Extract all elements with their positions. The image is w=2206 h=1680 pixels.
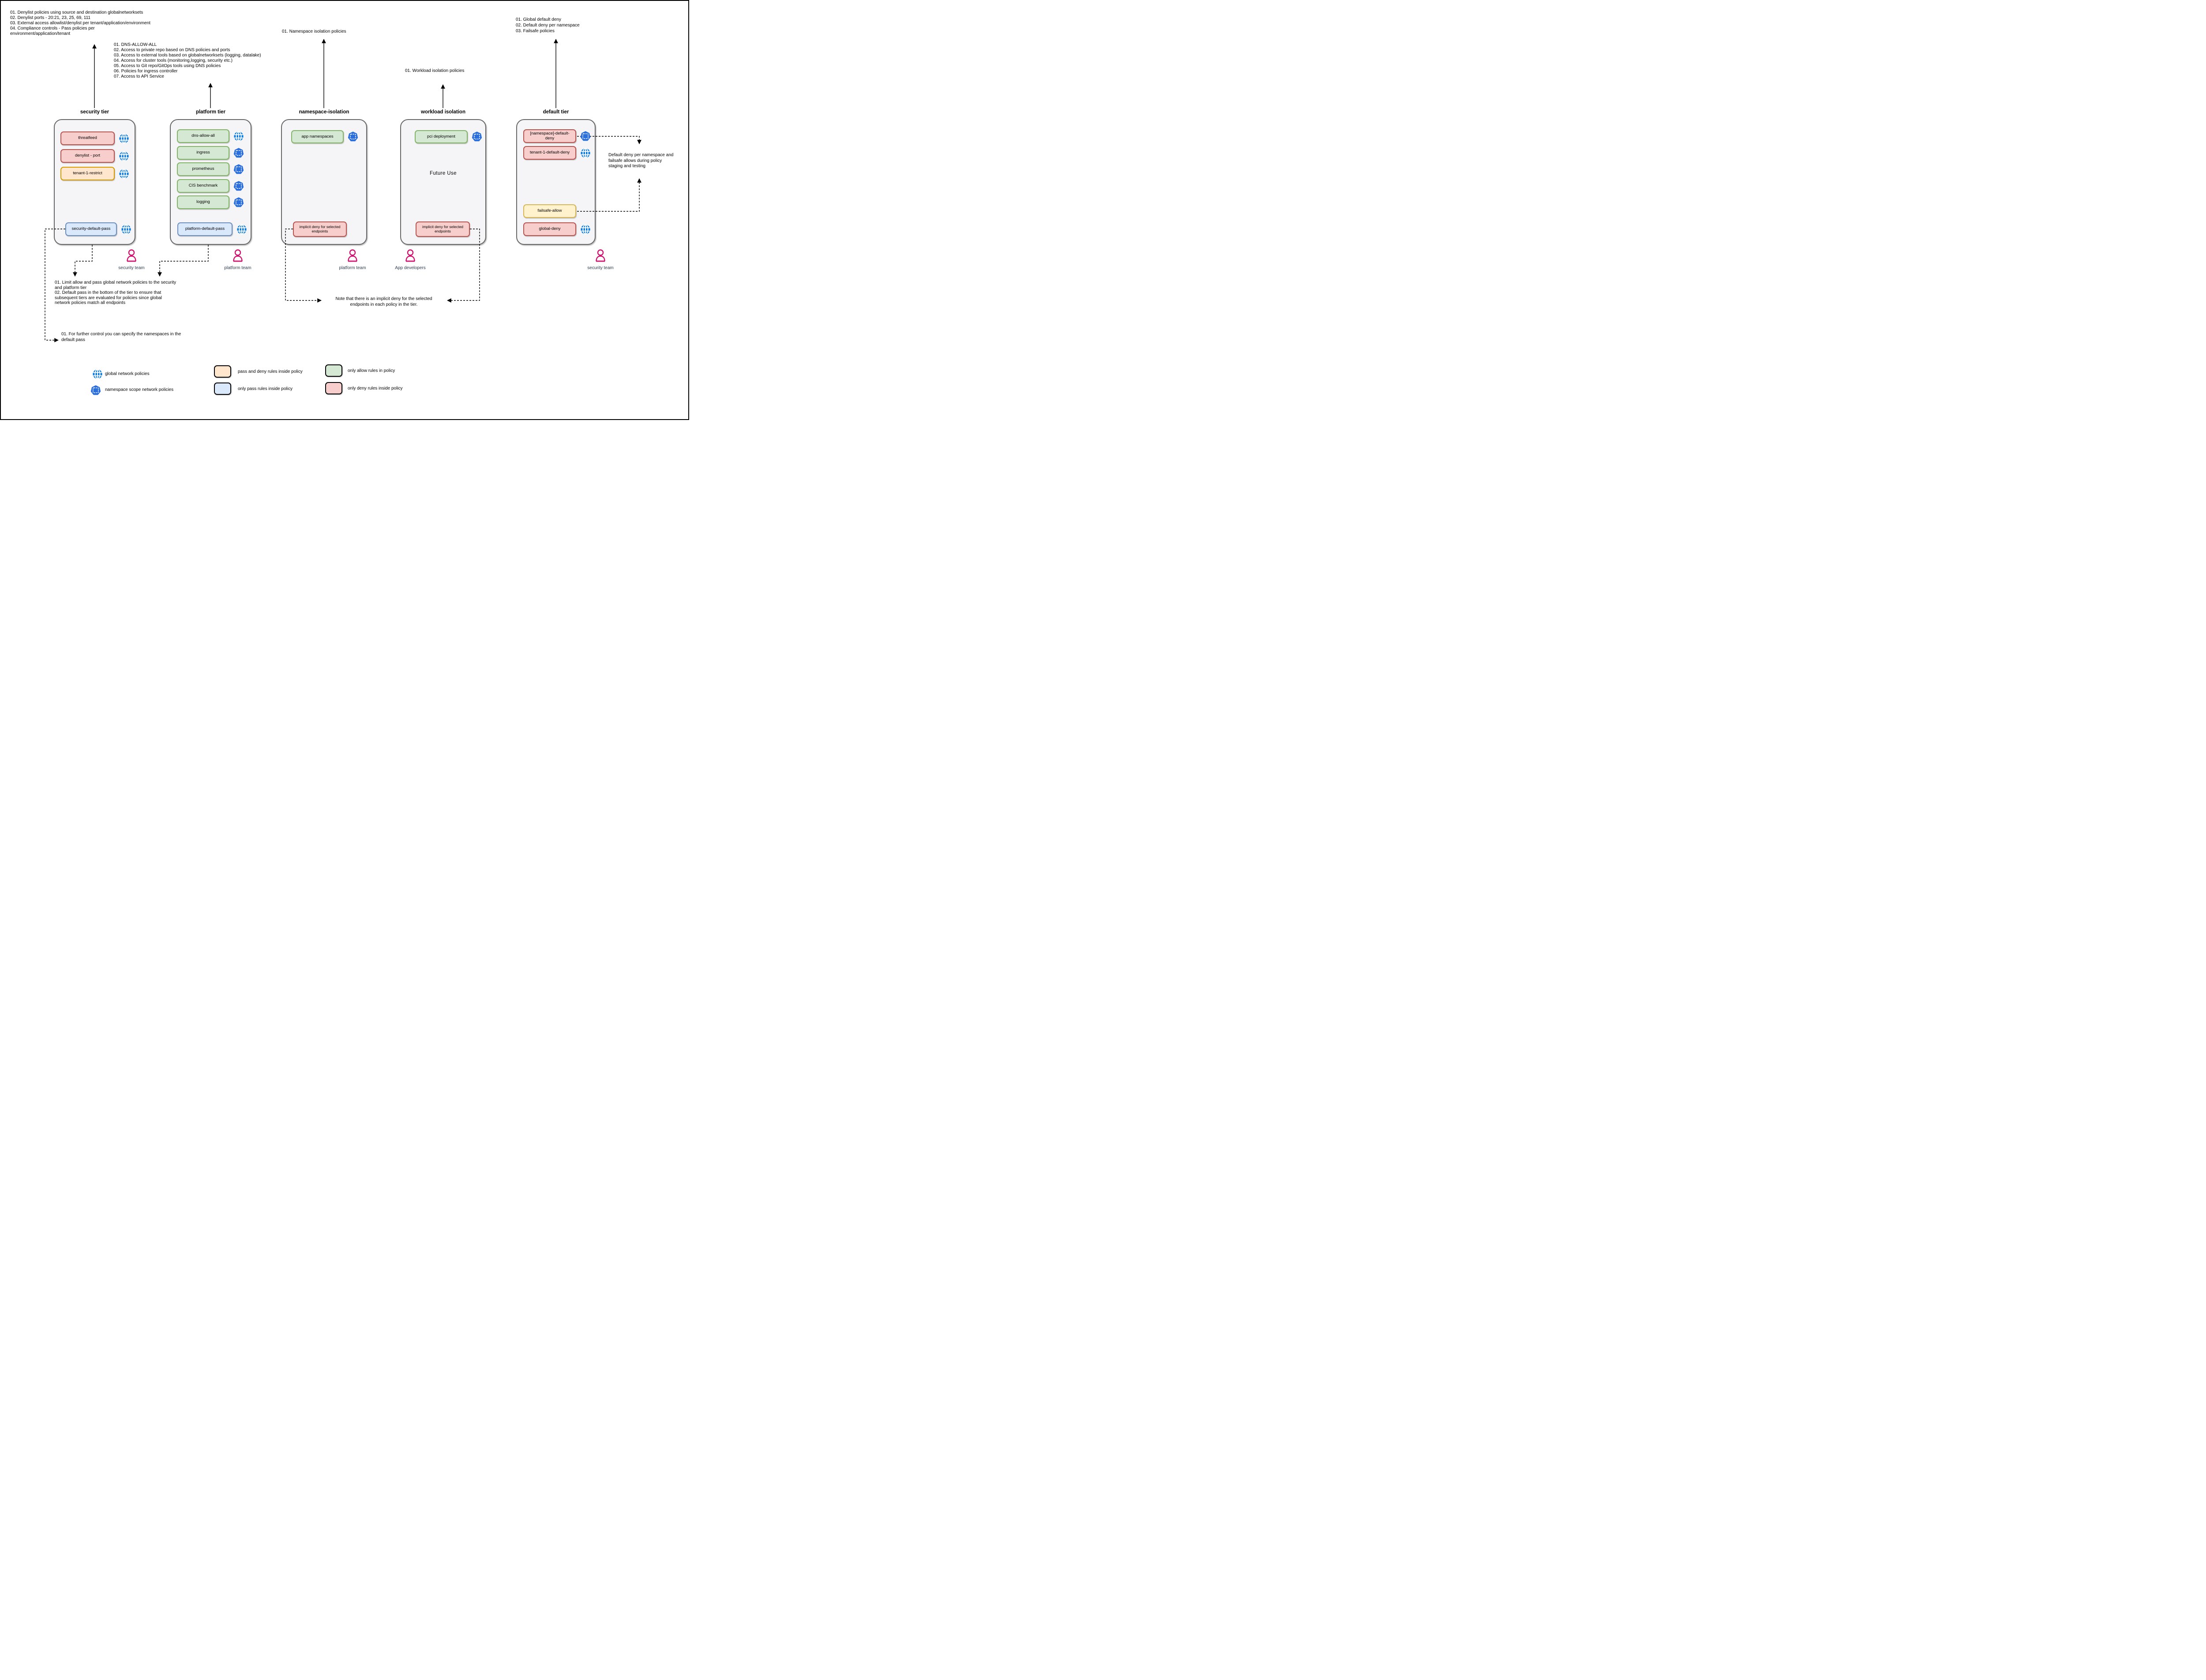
person-icon: [595, 249, 606, 262]
connector-platform-tier-to-pass-limit-note: [158, 245, 209, 277]
default-tier-title: default tier: [543, 109, 569, 115]
tenant-1-restrict-policy: tenant-1-restrict: [60, 167, 115, 180]
dns-allow-all-policy: dns-allow-all: [177, 129, 229, 143]
connector-overlay: [45, 39, 642, 342]
legend-swatch-pass-deny: [214, 365, 231, 378]
prometheus-policy: prometheus: [177, 162, 229, 176]
namespace-default-deny-policy: [namespace]-default-deny: [523, 129, 576, 143]
globe-icon: [121, 224, 131, 235]
connector-security-default-pass-to-further-note: [45, 229, 65, 342]
diagram-canvas: 01. Denylist policies using source and d…: [0, 0, 689, 420]
connector-workload-implicit-deny-to-note: [447, 229, 480, 303]
connector-namespace-default-deny-to-staging-note: [577, 136, 642, 144]
globe-icon: [92, 369, 103, 379]
platform-team-label: platform team: [224, 266, 251, 270]
namespace-icon: [90, 385, 101, 396]
cis-benchmark-policy: CIS benchmark: [177, 179, 229, 193]
pass-limit-note: 01. Limit allow and pass global network …: [55, 280, 176, 305]
future-use-label: Future Use: [430, 171, 457, 176]
globe-icon: [580, 148, 591, 158]
workload-isolation-annotation: 01. Workload isolation policies: [405, 68, 465, 73]
security-default-pass-policy: security-default-pass: [65, 222, 117, 236]
logging-policy: logging: [177, 195, 229, 209]
platform-team-label: platform team: [339, 266, 366, 270]
implicit-deny-for-selected-endpoints-policy: implicit deny for selected endpoints: [293, 221, 347, 237]
globe-icon: [233, 131, 244, 142]
namespace-icon: [233, 197, 244, 208]
app-namespaces-policy: app namespaces: [291, 130, 344, 143]
globe-icon: [580, 224, 591, 235]
legend-label-global-network-policies: global network policies: [105, 371, 150, 376]
legend-label-only-pass-rules-inside-policy: only pass rules inside policy: [238, 386, 293, 391]
global-deny-policy: global-deny: [523, 222, 576, 236]
legend-label-only-deny-rules-inside-policy: only deny rules inside policy: [348, 386, 403, 391]
namespace-icon: [233, 180, 244, 191]
globe-icon: [236, 224, 247, 235]
security-team-label: security team: [587, 266, 614, 270]
namespace-icon: [233, 147, 244, 158]
legend-swatch-pass: [214, 382, 231, 395]
ingress-policy: ingress: [177, 146, 229, 160]
namespace-icon: [580, 131, 591, 142]
further-control-note: 01. For further control you can specify …: [61, 332, 181, 342]
person-icon: [405, 249, 416, 262]
legend-label-namespace-scope-network-policies: namespace scope network policies: [105, 387, 174, 392]
platform-default-pass-policy: platform-default-pass: [177, 222, 233, 236]
globe-icon: [119, 151, 129, 161]
platform-tier-title: platform tier: [195, 109, 226, 115]
person-icon: [347, 249, 358, 262]
security-team-label: security team: [118, 266, 145, 270]
namespace-icon: [347, 131, 359, 142]
namespace-icon: [233, 164, 244, 175]
security-tier-annotation: 01. Denylist policies using source and d…: [10, 10, 150, 36]
legend-swatch-deny: [325, 382, 342, 394]
tenant-1-default-deny-policy: tenant-1-default-deny: [523, 146, 576, 160]
failsafe-allow-policy: failsafe-allow: [523, 204, 576, 218]
namespace-isolation-annotation: 01. Namespace isolation policies: [282, 29, 346, 34]
person-icon: [126, 249, 137, 262]
globe-icon: [119, 133, 129, 144]
connector-failsafe-allow-to-staging-note: [577, 178, 642, 212]
legend-label-only-allow-rules-in-policy: only allow rules in policy: [348, 368, 395, 373]
implicit-deny-note: Note that there is an implicit deny for …: [335, 296, 432, 307]
denylist-port-policy: denylist - port: [60, 149, 115, 163]
threatfeed-policy: threatfeed: [60, 131, 115, 145]
implicit-deny-for-selected-endpoints-policy: implicit deny for selected endpoints: [416, 221, 470, 237]
namespace-isolation-tier-title: namespace-isolation: [299, 109, 349, 115]
legend-label-pass-and-deny-rules-inside-policy: pass and deny rules inside policy: [238, 369, 303, 374]
pci-deployment-policy: pci deployment: [415, 130, 468, 143]
app-developers-label: App developers: [395, 266, 426, 270]
legend-swatch-allow: [325, 364, 342, 377]
workload-isolation-tier-title: workload isolation: [421, 109, 465, 115]
person-icon: [232, 249, 244, 262]
globe-icon: [119, 169, 129, 179]
connector-security-tier-to-pass-limit-note: [73, 245, 93, 277]
security-tier-title: security tier: [80, 109, 109, 115]
namespace-icon: [471, 131, 483, 142]
connector-ns-implicit-deny-to-note: [285, 229, 322, 303]
